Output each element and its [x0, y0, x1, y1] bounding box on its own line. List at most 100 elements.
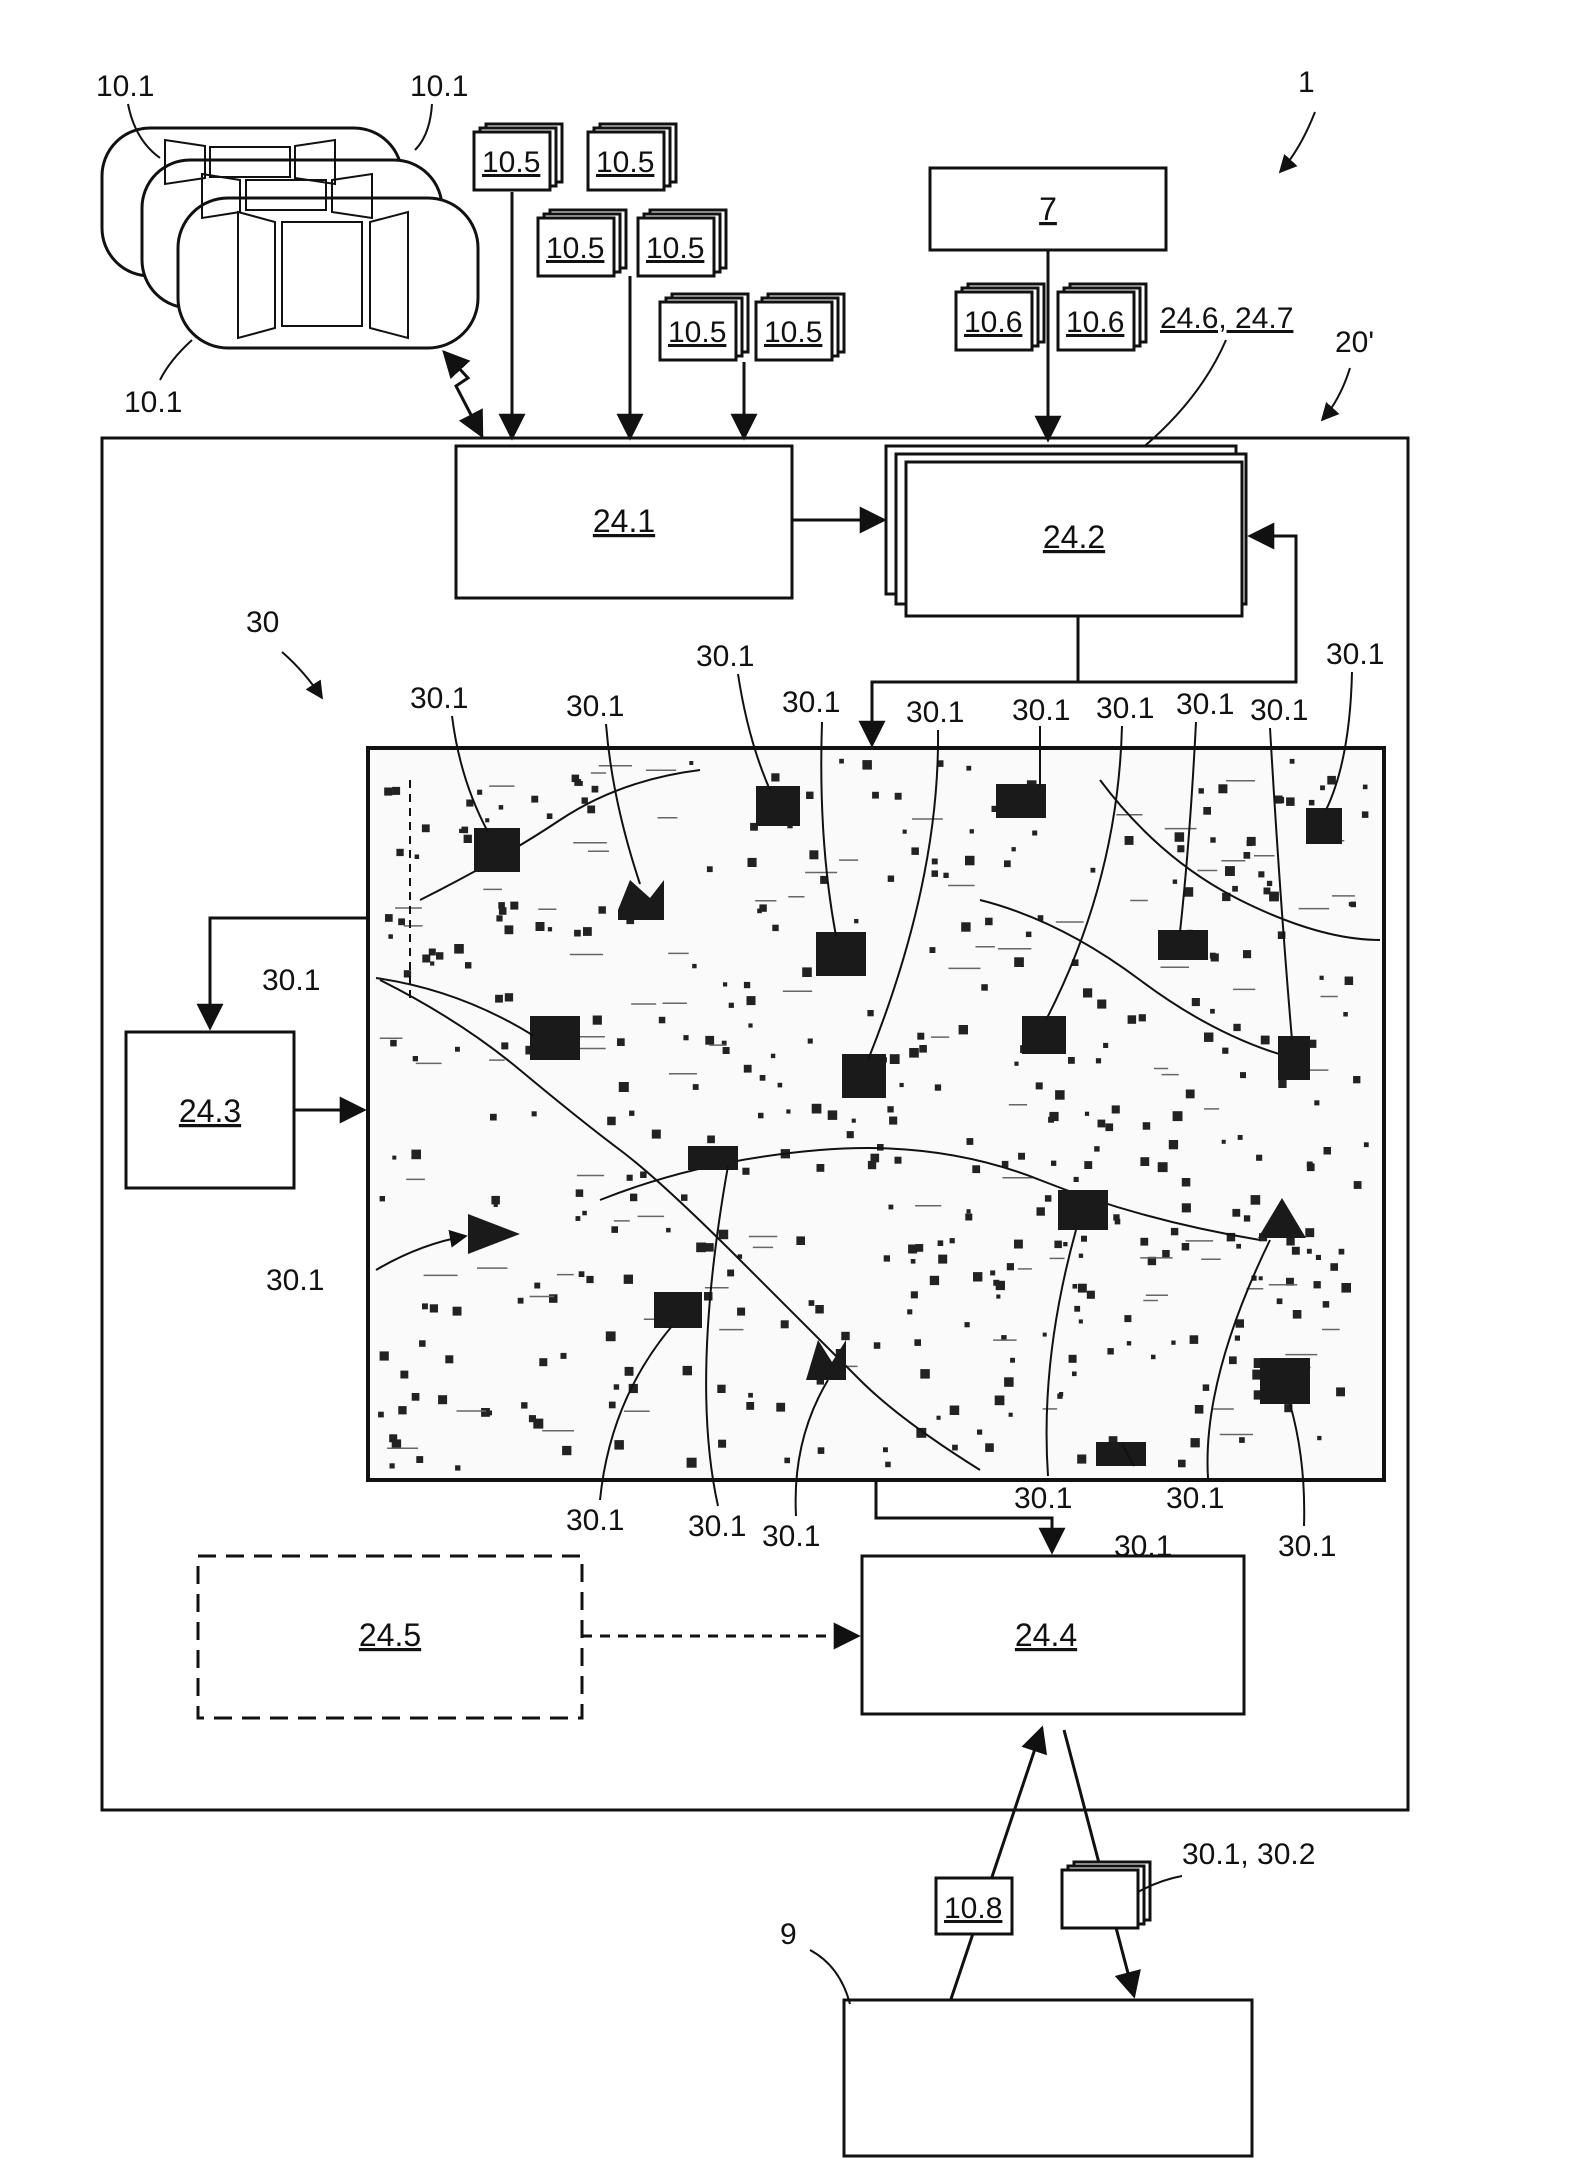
svg-text:10.5: 10.5 — [668, 316, 726, 349]
svg-text:10.6: 10.6 — [964, 306, 1022, 339]
map-dot — [771, 773, 779, 781]
map-dot — [1343, 1012, 1348, 1017]
map-dot — [505, 925, 514, 934]
map-dot — [885, 1462, 891, 1468]
map-dot — [1009, 1413, 1013, 1417]
map-dot — [583, 927, 592, 936]
map-dot — [1362, 811, 1369, 818]
map-dot — [429, 949, 436, 956]
map-dot — [889, 1117, 897, 1125]
map-dot — [576, 1216, 581, 1221]
map-dot — [1158, 1162, 1168, 1172]
map-dot — [611, 1226, 618, 1233]
wireless-link — [444, 352, 482, 436]
map-dot — [1353, 1076, 1360, 1083]
map-dot — [717, 1385, 725, 1393]
vehicle-label-1: 10.1 — [96, 70, 154, 103]
map-poi-icon-12 — [688, 1146, 738, 1170]
map-dot — [422, 824, 430, 832]
map-poi-icon-18 — [1260, 1358, 1310, 1404]
map-dot — [707, 866, 713, 872]
packet-10-5-c: 10.5 — [538, 210, 626, 276]
map-dot — [1317, 1436, 1321, 1440]
map-dot — [744, 982, 750, 988]
map-dot — [1305, 1228, 1314, 1237]
map-dot — [977, 1430, 982, 1435]
map-dot — [723, 982, 727, 986]
map-dot — [908, 1245, 917, 1254]
packet-10-6-a: 10.6 — [956, 284, 1044, 350]
map-dot — [1327, 776, 1336, 785]
map-dot — [582, 1211, 587, 1216]
map-dot — [771, 1054, 775, 1058]
map-dot — [1087, 1291, 1095, 1299]
map-dot — [1012, 847, 1016, 851]
map-dot — [995, 1396, 1005, 1406]
map-dot — [392, 1439, 401, 1448]
icon-label-10: 30.1 — [1326, 638, 1384, 671]
map-dot — [1140, 1238, 1148, 1246]
map-dot — [817, 1164, 825, 1172]
map-dot — [778, 1083, 783, 1088]
map-poi-icon-8 — [1022, 1016, 1066, 1054]
map-dot — [723, 1047, 730, 1054]
map-dot — [727, 1270, 734, 1277]
map-dot — [1235, 1336, 1240, 1341]
map-dot — [617, 1038, 625, 1046]
map-dot — [666, 1228, 671, 1233]
map-dot — [1195, 1405, 1204, 1414]
map-dot — [1083, 988, 1092, 997]
map-dot — [806, 792, 813, 799]
map-dot — [683, 1366, 692, 1375]
map-dot — [1203, 1384, 1210, 1391]
map-dot — [1314, 1281, 1321, 1288]
map-dot — [1354, 1181, 1362, 1189]
map-dot — [966, 766, 971, 771]
map-dot — [392, 1156, 396, 1160]
map-dot — [505, 993, 513, 1001]
map-poi-icon-10 — [842, 1054, 886, 1098]
map-dot — [606, 1331, 616, 1341]
map-dot — [744, 1065, 752, 1073]
map-dot — [1320, 976, 1324, 980]
map-dot — [784, 1458, 790, 1464]
map-dot — [1269, 892, 1279, 902]
map-dot — [1125, 836, 1134, 845]
map-dot — [1107, 1348, 1113, 1354]
map-dot — [1363, 785, 1368, 790]
map-dot — [549, 1294, 558, 1303]
map-dot — [1007, 1263, 1014, 1270]
map-dot — [1063, 1242, 1067, 1246]
map-dot — [852, 1119, 856, 1123]
map-dot — [1264, 888, 1271, 895]
map-dot — [973, 1272, 982, 1281]
map-poi-icon-9 — [530, 1016, 580, 1060]
map-dot — [950, 1406, 960, 1416]
map-dot — [932, 859, 938, 865]
map-dot — [1014, 957, 1024, 967]
map-dot — [1043, 1333, 1047, 1337]
map-dot — [718, 1440, 726, 1448]
icon-label-14: 30.1 — [688, 1510, 746, 1543]
vehicle-leader-3 — [160, 340, 192, 380]
icon-label-2: 30.1 — [566, 690, 624, 723]
map-poi-icon-5 — [1306, 808, 1342, 844]
map-dot — [1275, 796, 1283, 804]
icon-label-7: 30.1 — [1096, 692, 1154, 725]
map-dot — [760, 1075, 766, 1081]
map-dot — [496, 915, 502, 921]
packet-10-5-e: 10.5 — [660, 294, 748, 360]
map-dot — [938, 1255, 947, 1264]
map-dot — [599, 906, 606, 913]
map-dot — [981, 984, 988, 991]
map-dot — [464, 835, 472, 843]
map-dot — [1182, 1203, 1191, 1212]
map-dot — [748, 1023, 752, 1027]
output-label: 30.1, 30.2 — [1182, 1838, 1315, 1871]
map-dot — [592, 786, 599, 793]
map-dot — [809, 1300, 815, 1306]
map-dot — [1113, 1214, 1119, 1220]
map-dot — [1173, 1111, 1183, 1121]
map-dot — [390, 1040, 397, 1047]
map-dot — [705, 1243, 714, 1252]
